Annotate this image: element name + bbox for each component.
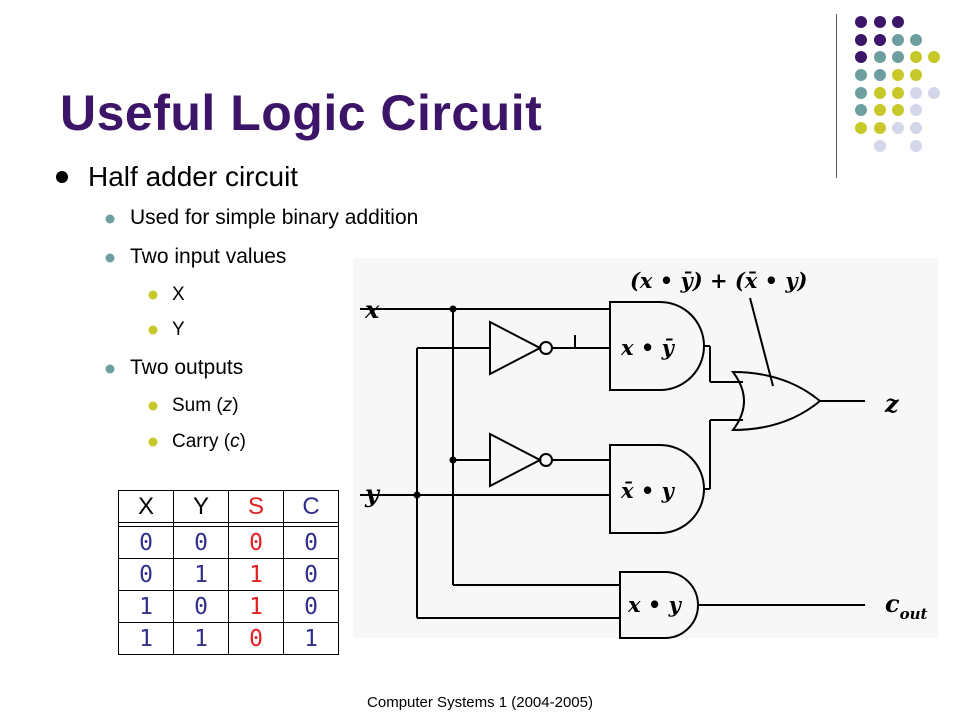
annotation-label: (x • ȳ) + (x̄ • y)	[630, 268, 808, 293]
cell: 0	[173, 590, 229, 623]
inverter-gate-1	[489, 320, 543, 376]
cell: 1	[228, 590, 284, 623]
header-y: Y	[173, 490, 229, 523]
dot	[874, 69, 886, 81]
dot	[928, 87, 940, 99]
cell: 1	[283, 622, 339, 655]
dot	[855, 69, 867, 81]
bullet-input-x: X	[172, 284, 185, 305]
dot	[910, 140, 922, 152]
input-x-label: x	[364, 295, 380, 324]
dot	[874, 16, 886, 28]
cell: 1	[173, 622, 229, 655]
and-gate-1	[609, 301, 705, 391]
cell: 1	[173, 558, 229, 591]
bullet-dot	[148, 401, 158, 411]
bullet-binary-addition: Used for simple binary addition	[130, 206, 419, 229]
gate3-label: x • y	[627, 592, 683, 617]
dot	[892, 34, 904, 46]
header-carry: C	[283, 490, 339, 523]
cell: 0	[118, 558, 174, 591]
cell: 0	[228, 526, 284, 559]
gate2-label: x̄ • y	[620, 478, 676, 503]
dot	[892, 69, 904, 81]
bullet-markers	[56, 171, 158, 447]
dot	[855, 87, 867, 99]
bullet-dot	[148, 437, 158, 447]
bullet-dot	[105, 214, 115, 224]
or-gate	[730, 370, 822, 432]
dot	[874, 122, 886, 134]
dot	[892, 122, 904, 134]
cell: 0	[173, 526, 229, 559]
dot	[892, 51, 904, 63]
truth-table: X Y S C 0 0 0 0 0 1 1 0 1 0 1 0 1 1 0 1	[118, 490, 339, 655]
cell: 0	[283, 558, 339, 591]
cell: 0	[283, 590, 339, 623]
and-gate-2	[609, 444, 705, 534]
dot	[892, 16, 904, 28]
dot	[855, 16, 867, 28]
input-y-label: y	[364, 479, 381, 508]
dot	[910, 122, 922, 134]
dot	[910, 104, 922, 116]
cell: 0	[228, 622, 284, 655]
header-x: X	[118, 490, 174, 523]
dot	[855, 122, 867, 134]
gate1-label: x • ȳ	[620, 335, 676, 360]
dot	[874, 51, 886, 63]
table-row: 1 1 0 1	[118, 622, 339, 655]
cell: 1	[118, 622, 174, 655]
dot	[892, 87, 904, 99]
table-row: 1 0 1 0	[118, 590, 339, 623]
dot	[928, 51, 940, 63]
annotation-pointer	[749, 297, 774, 387]
dot	[892, 104, 904, 116]
dot	[874, 87, 886, 99]
dot	[855, 34, 867, 46]
bullet-dot	[148, 325, 158, 335]
dot	[874, 104, 886, 116]
bullet-dot	[148, 290, 158, 300]
slide-title: Useful Logic Circuit	[60, 85, 543, 141]
output-z-label: z	[884, 389, 900, 418]
cell: 1	[228, 558, 284, 591]
bullet-two-outputs: Two outputs	[130, 356, 244, 379]
cell: 1	[118, 590, 174, 623]
dot	[910, 51, 922, 63]
and-gate-3	[619, 571, 699, 639]
circuit-background	[353, 258, 938, 638]
decorative-dot-grid	[855, 16, 940, 152]
truth-table-header: X Y S C	[118, 490, 339, 523]
header-sum: S	[228, 490, 284, 523]
bullet-carry: Carry (c)	[172, 431, 246, 452]
bullet-input-y: Y	[172, 319, 185, 340]
dot	[855, 51, 867, 63]
dot	[874, 140, 886, 152]
inverter-gate-2	[489, 432, 543, 488]
title-divider-line	[836, 14, 837, 178]
dot	[855, 104, 867, 116]
bullet-dot	[56, 171, 68, 183]
bullet-two-inputs: Two input values	[130, 245, 287, 268]
dot	[874, 34, 886, 46]
bullet-half-adder: Half adder circuit	[88, 161, 299, 192]
dot	[910, 34, 922, 46]
output-c-label: cout	[885, 589, 928, 623]
table-row: 0 0 0 0	[118, 526, 339, 559]
bullet-sum: Sum (z)	[172, 395, 239, 416]
bullet-dot	[105, 364, 115, 374]
bullet-dot	[105, 253, 115, 263]
cell: 0	[283, 526, 339, 559]
half-adder-circuit: x y z cout x • ȳ x̄ • y x • y (x • ȳ) + …	[353, 258, 938, 639]
table-row: 0 1 1 0	[118, 558, 339, 591]
cell: 0	[118, 526, 174, 559]
slide-footer: Computer Systems 1 (2004-2005)	[367, 694, 593, 711]
dot	[910, 87, 922, 99]
dot	[910, 69, 922, 81]
